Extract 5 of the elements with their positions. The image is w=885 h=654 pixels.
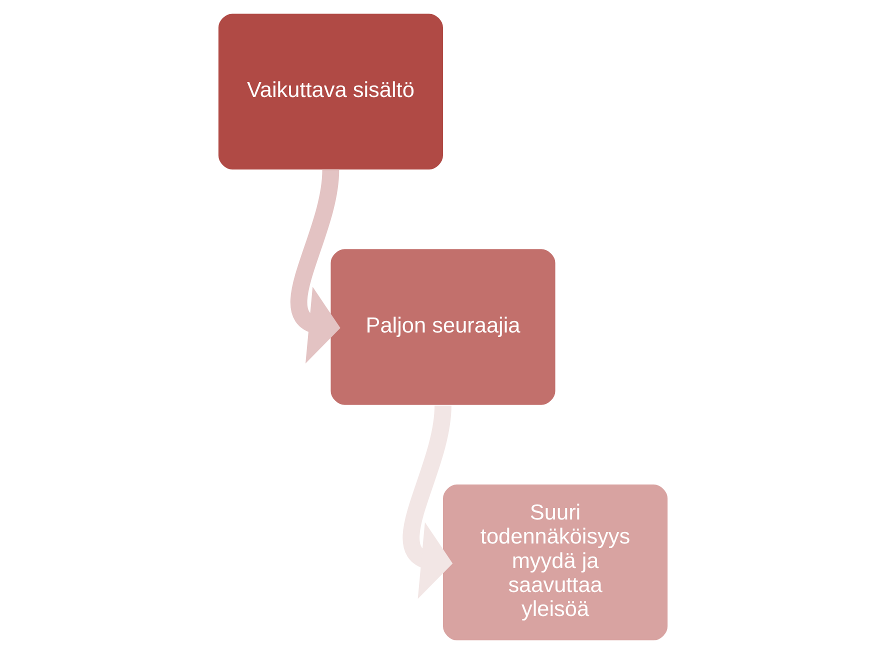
- node-box: Vaikuttava sisältö: [216, 12, 444, 171]
- arrow: [290, 169, 340, 364]
- node-box: Suuri todennäköisyys myydä ja saavuttaa yleisöä: [441, 483, 668, 642]
- node-box: Paljon seuraajia: [329, 248, 556, 406]
- arrow: [402, 404, 452, 599]
